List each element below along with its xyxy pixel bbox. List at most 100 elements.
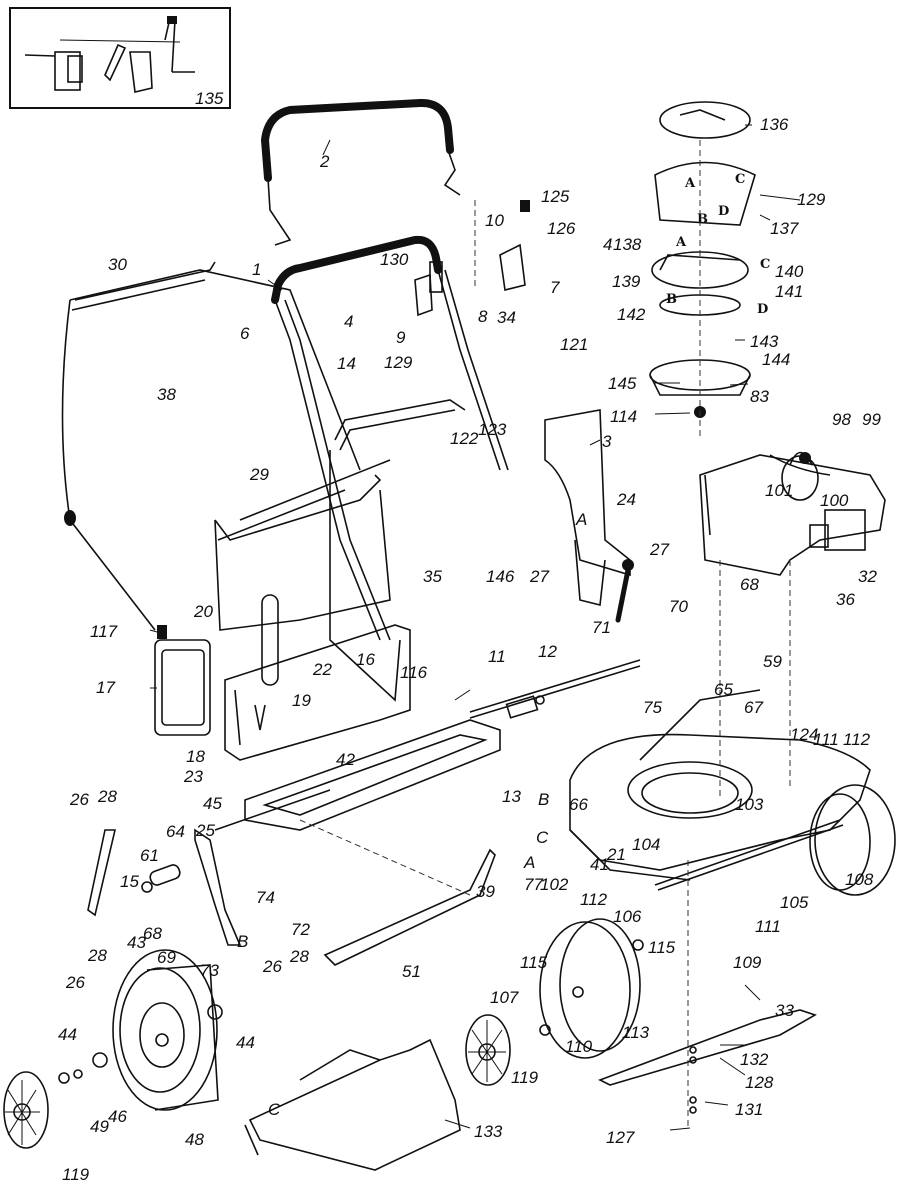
label-137: 137 [770,219,799,238]
label-25: 25 [195,821,215,840]
ref-letter: A [684,176,696,191]
label-145: 145 [608,374,637,393]
ref-letter: A [523,853,535,872]
hubcap-119-right [465,1014,511,1086]
label-28c: 28 [289,947,309,966]
label-104: 104 [632,835,660,854]
label-15: 15 [120,872,139,891]
ref-letter: D [718,204,729,219]
label-36: 36 [836,590,855,609]
label-61: 61 [140,846,159,865]
label-144: 144 [762,350,790,369]
label-112b: 112 [580,890,608,909]
label-12: 12 [538,642,557,661]
label-124: 124 [790,725,818,744]
front-wheel-113 [539,918,644,1059]
label-119b: 119 [511,1068,539,1087]
label-29: 29 [249,465,269,484]
inset-135: 135 [9,7,231,109]
label-30: 30 [108,255,127,274]
label-141: 141 [775,282,803,301]
label-117: 117 [90,622,118,641]
label-26b: 26 [65,973,85,992]
label-23: 23 [183,767,203,786]
label-74: 74 [256,888,275,907]
chute-door [154,625,211,736]
label-18: 18 [186,747,205,766]
label-110: 110 [565,1037,593,1056]
label-44b: 44 [236,1033,255,1052]
label-83: 83 [750,387,769,406]
label-139: 139 [612,272,641,291]
mower-deck [569,689,871,881]
label-140: 140 [775,262,804,281]
label-77: 77 [524,875,543,894]
reference-letters: A B C D A B C D A B C A B C [237,172,770,1119]
engine [699,451,886,800]
chute-frame [224,594,411,761]
label-41: 41 [590,855,609,874]
label-98: 98 [832,410,851,429]
label-129b: 129 [797,190,826,209]
label-49: 49 [90,1117,109,1136]
label-101: 101 [765,481,793,500]
blade [598,860,817,1130]
bag-frame [214,459,391,631]
label-131: 131 [735,1100,763,1119]
upper-handle [260,98,461,246]
label-59: 59 [763,652,782,671]
label-65: 65 [714,680,733,699]
height-axle [469,659,641,719]
label-9: 9 [396,328,406,347]
label-42: 42 [336,750,355,769]
label-24: 24 [616,490,636,509]
label-108: 108 [845,870,874,889]
label-44a: 44 [58,1025,77,1044]
label-133: 133 [474,1122,503,1141]
label-128: 128 [745,1073,774,1092]
label-35: 35 [423,567,442,586]
label-75: 75 [643,698,662,717]
label-70: 70 [669,597,688,616]
deflector-plate [244,719,501,831]
chute-plate [299,819,496,966]
label-7: 7 [550,278,560,297]
ref-letter: C [760,257,770,272]
label-114: 114 [610,407,637,426]
label-71: 71 [592,618,611,637]
label-126: 126 [547,219,576,238]
label-28a: 28 [97,787,117,806]
label-6: 6 [240,324,250,343]
label-73: 73 [200,961,219,980]
label-34: 34 [497,308,516,327]
label-45: 45 [203,794,222,813]
label-102: 102 [540,875,569,894]
rear-axle-105 [654,784,896,896]
label-2: 2 [319,152,330,171]
label-142: 142 [617,305,646,324]
label-111b: 111 [755,917,781,936]
label-113: 113 [622,1023,650,1042]
label-48: 48 [185,1130,204,1149]
label-68a: 68 [740,575,759,594]
label-64: 64 [166,822,185,841]
throttle-control [414,200,530,317]
label-105: 105 [780,893,809,912]
label-21: 21 [606,845,626,864]
rear-chute-133 [244,1038,461,1171]
ref-letter: A [675,235,687,250]
label-119a: 119 [62,1165,90,1184]
label-4: 4 [344,312,353,331]
grass-bag [61,261,361,631]
leader-lines [149,124,801,1131]
label-130: 130 [380,250,409,269]
ref-letter: B [666,292,677,307]
starter-assembly [649,101,756,440]
label-143: 143 [750,332,779,351]
label-66: 66 [569,795,588,814]
height-lever-left [87,789,331,946]
label-127: 127 [606,1128,635,1147]
label-11: 11 [488,647,506,666]
label-19: 19 [292,691,311,710]
